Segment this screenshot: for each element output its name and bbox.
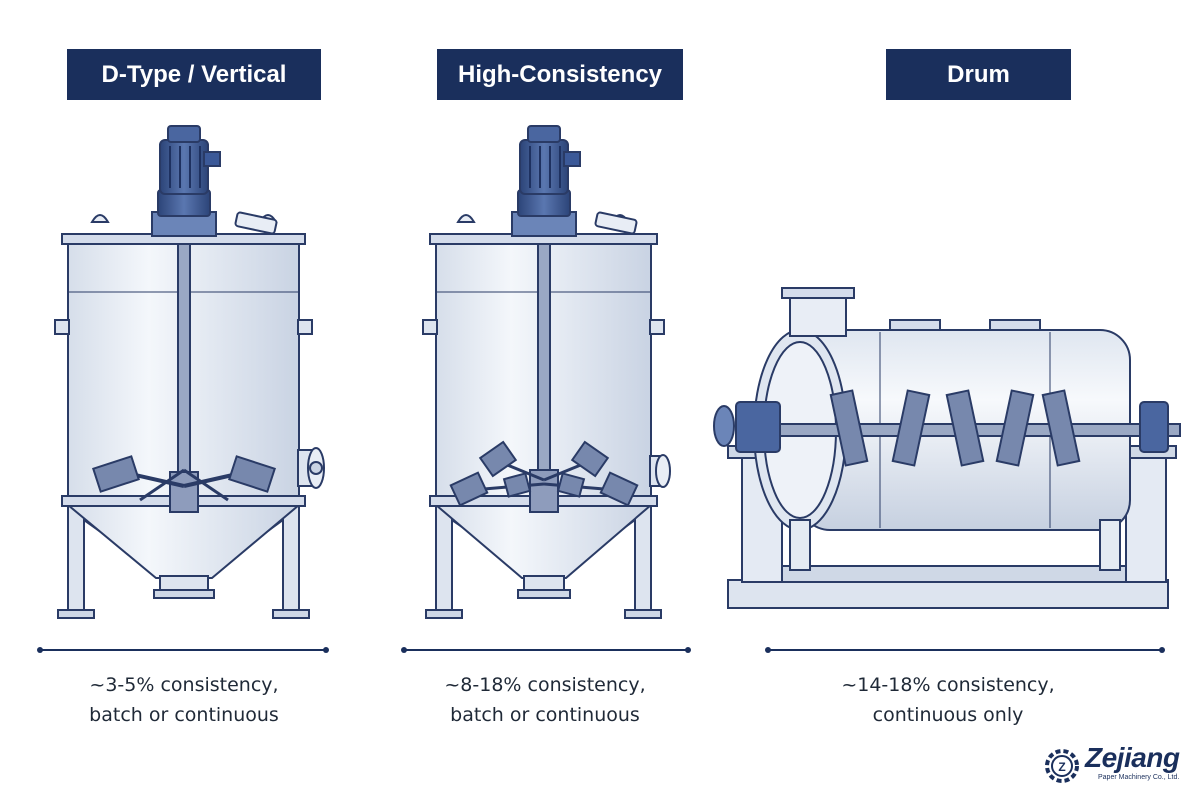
caption-line: ~3-5% consistency, [89,674,279,696]
svg-text:Z: Z [1058,760,1065,774]
divider-line-d-type [37,647,329,653]
caption-line: batch or continuous [89,704,279,726]
logo-wordmark: Zejiang [1085,742,1180,773]
caption-drum: ~14-18% consistency, continuous only [788,670,1108,730]
title-drum: Drum [886,49,1071,100]
caption-line: ~14-18% consistency, [841,674,1055,696]
gear-icon: Z [1045,749,1079,783]
company-logo: Z Zejiang Paper Machinery Co., Ltd. [1040,742,1190,792]
divider-line-drum [765,647,1165,653]
caption-high-consistency: ~8-18% consistency, batch or continuous [385,670,705,730]
caption-line: continuous only [872,704,1024,726]
title-d-type-vertical: D-Type / Vertical [67,49,321,100]
divider-line-high-consistency [401,647,691,653]
caption-line: ~8-18% consistency, [444,674,646,696]
caption-d-type-vertical: ~3-5% consistency, batch or continuous [24,670,344,730]
logo-subtitle: Paper Machinery Co., Ltd. [1098,774,1180,781]
high-consistency-mixer [422,125,671,619]
caption-line: batch or continuous [450,704,640,726]
d-type-vertical-mixer [54,125,325,619]
drum-mixer [713,287,1181,609]
title-high-consistency: High-Consistency [437,49,683,100]
